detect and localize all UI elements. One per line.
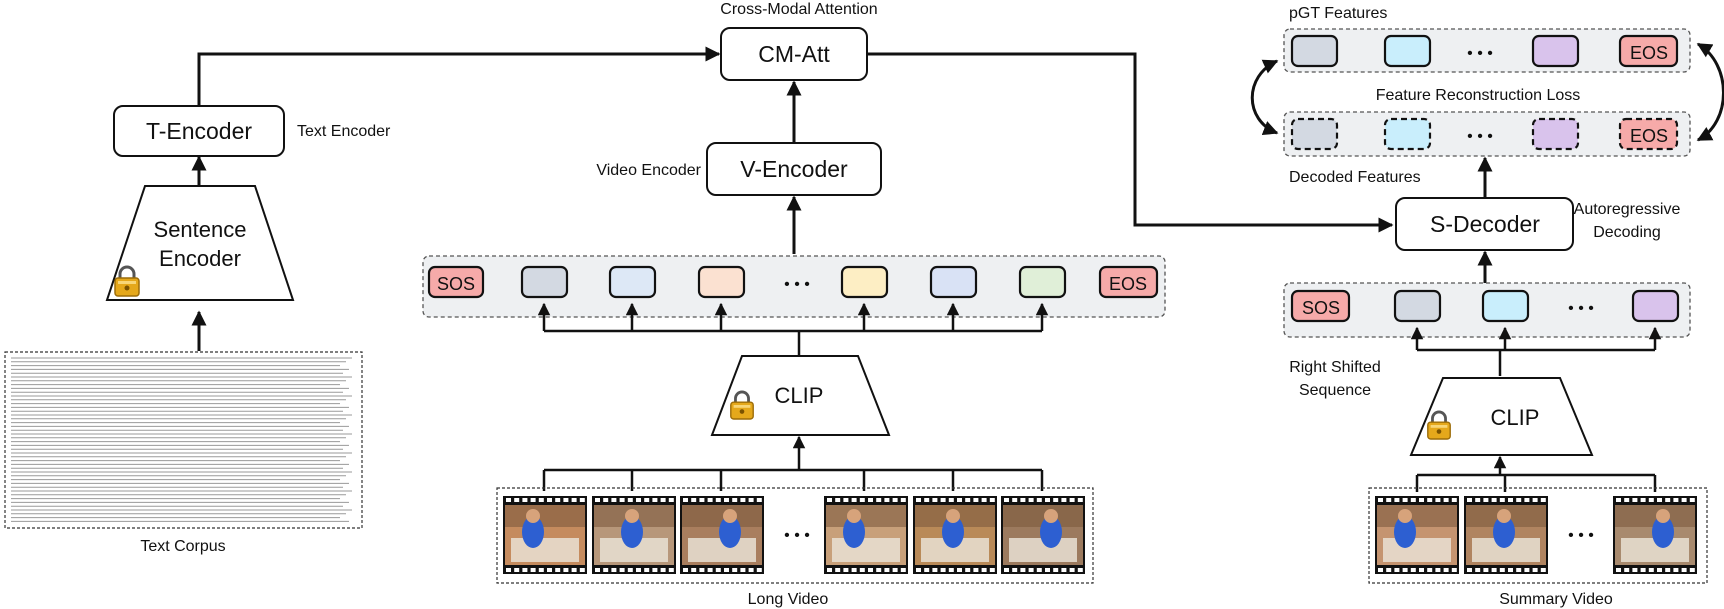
shifted-token-2 bbox=[1481, 289, 1530, 323]
film-strip-icon bbox=[1464, 496, 1548, 574]
arrow-t-encoder-to-cm-att bbox=[197, 46, 721, 106]
arrow-cm-att-to-s-decoder bbox=[867, 52, 1394, 233]
s-decoder: S-Decoder bbox=[1395, 197, 1574, 251]
eos-token-label: EOS bbox=[1109, 274, 1147, 294]
cm-att-label: CM-Att bbox=[758, 41, 830, 67]
film-strip-icon bbox=[1001, 496, 1085, 574]
pgt-token-3 bbox=[1531, 34, 1580, 68]
shifted-sos-token bbox=[1290, 289, 1351, 323]
sos-token-label: SOS bbox=[437, 274, 475, 294]
film-strip-icon bbox=[680, 496, 764, 574]
film-strip-icon bbox=[592, 496, 676, 574]
cross-modal-attention-caption: Cross-Modal Attention bbox=[720, 1, 877, 18]
clip-to-shifted-arrows bbox=[1410, 326, 1662, 376]
text-corpus-label: Text Corpus bbox=[140, 538, 225, 555]
summary-video-ellipsis: • • • bbox=[1568, 527, 1594, 544]
loss-arrow-left bbox=[1250, 59, 1279, 136]
feature-reconstruction-loss-caption: Feature Reconstruction Loss bbox=[1376, 87, 1581, 104]
video-token-panel-bg bbox=[422, 255, 1166, 318]
pgt-feature-panel: • • • EOS bbox=[1283, 28, 1691, 73]
cm-att: CM-Att bbox=[720, 27, 868, 81]
decoded-features-caption: Decoded Features bbox=[1289, 169, 1421, 186]
video-token-5 bbox=[929, 265, 978, 299]
s-decoder-box bbox=[1395, 197, 1574, 251]
summary-video-label: Summary Video bbox=[1499, 591, 1613, 608]
shifted-token-1 bbox=[1393, 289, 1442, 323]
film-strip-icon bbox=[913, 496, 997, 574]
pgt-eos-token bbox=[1618, 34, 1679, 68]
video-token-ellipsis: • • • bbox=[784, 276, 810, 293]
sentence-encoder: Sentence Encoder bbox=[105, 185, 295, 301]
sentence-encoder-label-2: Encoder bbox=[159, 246, 241, 271]
pgt-ellipsis: • • • bbox=[1467, 45, 1493, 62]
eos-token bbox=[1098, 265, 1159, 299]
decoded-feature-panel: • • • EOS bbox=[1283, 111, 1691, 157]
pgt-features-caption: pGT Features bbox=[1289, 5, 1387, 22]
long-video-frames: • • • bbox=[503, 496, 1085, 574]
video-token-4 bbox=[840, 265, 889, 299]
sentence-encoder-trapezoid bbox=[105, 185, 295, 301]
summary-video-frames: • • • bbox=[1375, 496, 1697, 574]
video-token-1 bbox=[520, 265, 569, 299]
video-token-6 bbox=[1018, 265, 1067, 299]
decoded-token-1 bbox=[1290, 117, 1339, 151]
summary-video-to-clip-arrows bbox=[1415, 455, 1657, 492]
clip-long-video-trapezoid bbox=[710, 355, 891, 436]
summary-video-frame bbox=[1368, 487, 1708, 584]
sentence-encoder-label-1: Sentence bbox=[154, 217, 247, 242]
text-encoder-caption: Text Encoder bbox=[297, 123, 391, 140]
video-token-panel: SOS • • • EOS bbox=[422, 255, 1166, 318]
video-token-3 bbox=[697, 265, 746, 299]
clip-summary-trapezoid bbox=[1409, 377, 1594, 456]
loss-arrow-right bbox=[1696, 42, 1724, 142]
long-video-frame bbox=[496, 487, 1094, 584]
shifted-sos-label: SOS bbox=[1302, 298, 1340, 318]
clip-long-video-label: CLIP bbox=[775, 383, 824, 408]
text-corpus-frame bbox=[4, 351, 363, 529]
v-encoder-box bbox=[706, 142, 882, 196]
shifted-ellipsis: • • • bbox=[1568, 300, 1594, 317]
decoded-token-2 bbox=[1383, 117, 1432, 151]
shifted-token-3 bbox=[1631, 289, 1680, 323]
t-encoder-label: T-Encoder bbox=[146, 118, 252, 144]
video-encoder-caption: Video Encoder bbox=[596, 162, 701, 179]
clip-summary-video: CLIP bbox=[1409, 377, 1594, 456]
film-strip-icon bbox=[1375, 496, 1459, 574]
video-token-2 bbox=[608, 265, 657, 299]
decoded-eos-label: EOS bbox=[1630, 126, 1668, 146]
decoded-eos-token bbox=[1618, 117, 1679, 151]
pgt-token-2 bbox=[1383, 34, 1432, 68]
clip-to-video-tokens-arrows bbox=[537, 302, 1049, 356]
v-encoder-label: V-Encoder bbox=[740, 156, 848, 182]
pgt-token-1 bbox=[1290, 34, 1339, 68]
autoregressive-caption-2: Decoding bbox=[1593, 224, 1661, 241]
decoded-token-3 bbox=[1531, 117, 1580, 151]
autoregressive-caption-1: Autoregressive bbox=[1574, 201, 1681, 218]
film-strip-icon bbox=[1613, 496, 1697, 574]
text-corpus bbox=[4, 351, 363, 529]
v-encoder: V-Encoder bbox=[706, 142, 882, 196]
text-corpus-lines bbox=[11, 357, 352, 522]
film-strip-icon bbox=[503, 496, 587, 574]
clip-summary-label: CLIP bbox=[1491, 405, 1540, 430]
sos-token bbox=[427, 265, 485, 299]
long-video-ellipsis: • • • bbox=[784, 527, 810, 544]
right-shifted-caption-1: Right Shifted bbox=[1289, 359, 1381, 376]
t-encoder: T-Encoder bbox=[113, 105, 285, 157]
s-decoder-label: S-Decoder bbox=[1430, 211, 1540, 237]
long-video-to-clip-arrows bbox=[542, 435, 1044, 491]
pgt-eos-label: EOS bbox=[1630, 43, 1668, 63]
right-shifted-panel: SOS • • • bbox=[1283, 282, 1691, 338]
right-shifted-caption-2: Sequence bbox=[1299, 382, 1371, 399]
clip-long-video: CLIP bbox=[710, 355, 891, 436]
decoded-ellipsis: • • • bbox=[1467, 128, 1493, 145]
film-strip-icon bbox=[824, 496, 908, 574]
long-video-label: Long Video bbox=[748, 591, 829, 608]
